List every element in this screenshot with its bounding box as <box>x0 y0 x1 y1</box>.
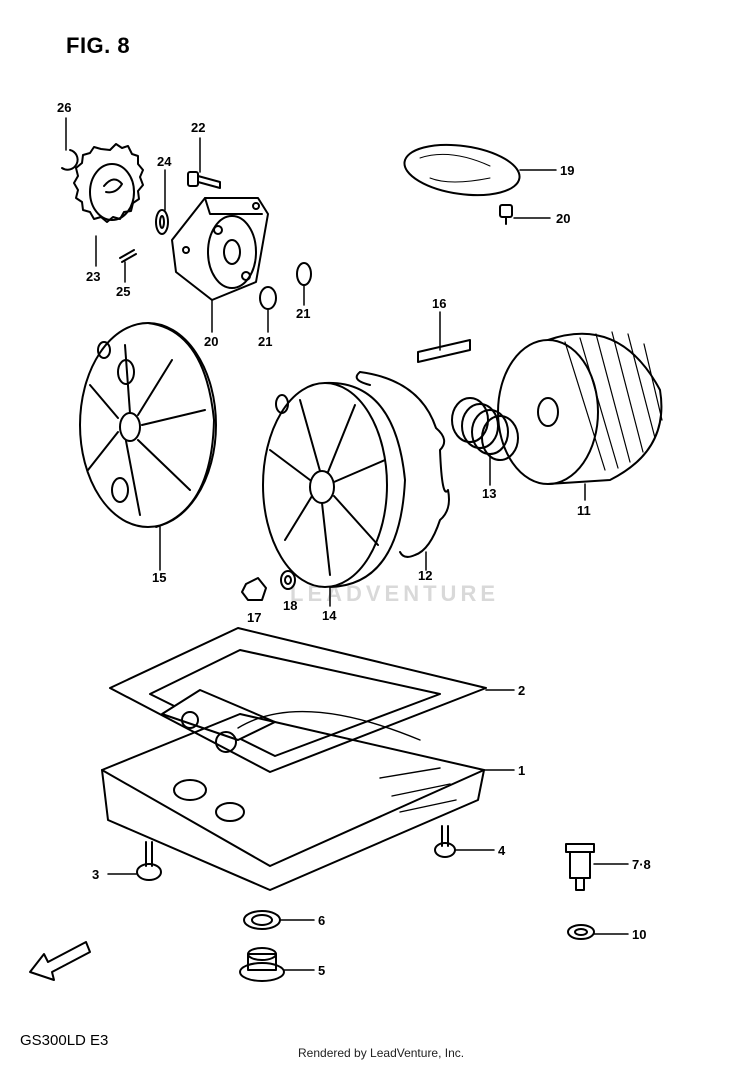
part-25-pin <box>119 249 137 263</box>
callout-2: 2 <box>518 683 525 698</box>
part-19-bolt <box>499 204 513 225</box>
part-15-stud <box>417 339 471 363</box>
callout-21-b: 21 <box>296 306 310 321</box>
part-12-spring <box>451 397 519 461</box>
callout-24: 24 <box>157 154 172 169</box>
callout-20: 20 <box>204 334 218 349</box>
callout-3: 3 <box>92 867 99 882</box>
leader-lines <box>65 117 629 971</box>
callout-22: 22 <box>191 120 205 135</box>
callout-9: 10 <box>632 927 646 942</box>
callout-15: 16 <box>432 296 446 311</box>
fwd-label: FWD <box>51 952 74 971</box>
part-4-bolt <box>434 825 456 858</box>
part-5-drain-plug <box>239 947 285 982</box>
part-7-8-switch <box>565 843 595 891</box>
part-11-gasket <box>355 371 450 558</box>
callout-19: 20 <box>556 211 570 226</box>
callout-13: 14 <box>322 608 337 623</box>
part-20-oil-pump <box>171 197 269 301</box>
rendered-by: Rendered by LeadVenture, Inc. <box>298 1046 465 1060</box>
part-10-oil-filter <box>497 331 663 485</box>
part-2-oil-pan-gasket <box>109 627 487 773</box>
callout-17: 18 <box>283 598 297 613</box>
model-code: GS300LD E3 <box>20 1032 109 1049</box>
part-26-circlip <box>61 149 79 171</box>
part-22-bolt <box>187 171 221 189</box>
callout-12: 13 <box>482 486 496 501</box>
callout-6: 6 <box>318 913 325 928</box>
watermark: LEADVENTURE <box>290 581 500 606</box>
part-1-oil-pan <box>101 710 485 891</box>
part-21-o-ring-b <box>296 262 312 286</box>
part-21-o-ring-a <box>259 286 277 310</box>
fwd-arrow <box>29 941 91 981</box>
callout-11: 12 <box>418 568 432 583</box>
callout-23: 23 <box>86 269 100 284</box>
callout-16: 17 <box>247 610 261 625</box>
callout-7-8: 7·8 <box>632 857 651 872</box>
callout-26: 26 <box>57 100 71 115</box>
callout-10: 11 <box>577 503 591 518</box>
part-17-washer <box>280 570 296 590</box>
callout-25: 25 <box>116 284 130 299</box>
callout-4: 4 <box>498 843 506 858</box>
part-16-nut <box>241 577 267 601</box>
part-23-sprocket <box>73 143 144 223</box>
part-3-bolt <box>136 841 162 881</box>
part-24-washer <box>155 209 169 235</box>
callout-5: 5 <box>318 963 325 978</box>
callout-14: 15 <box>152 570 166 585</box>
figure-title: FIG. 8 <box>66 33 131 58</box>
callout-18: 19 <box>560 163 574 178</box>
part-9-washer <box>567 924 595 940</box>
callout-21-a: 21 <box>258 334 272 349</box>
part-13-filter-cover <box>262 381 406 588</box>
part-18-plate <box>403 143 521 197</box>
part-6-gasket <box>243 910 281 930</box>
part-14-filter-cap <box>79 322 217 528</box>
callout-labels: 26 22 24 23 25 20 21 21 19 20 16 13 11 1… <box>57 100 651 978</box>
callout-1: 1 <box>518 763 525 778</box>
